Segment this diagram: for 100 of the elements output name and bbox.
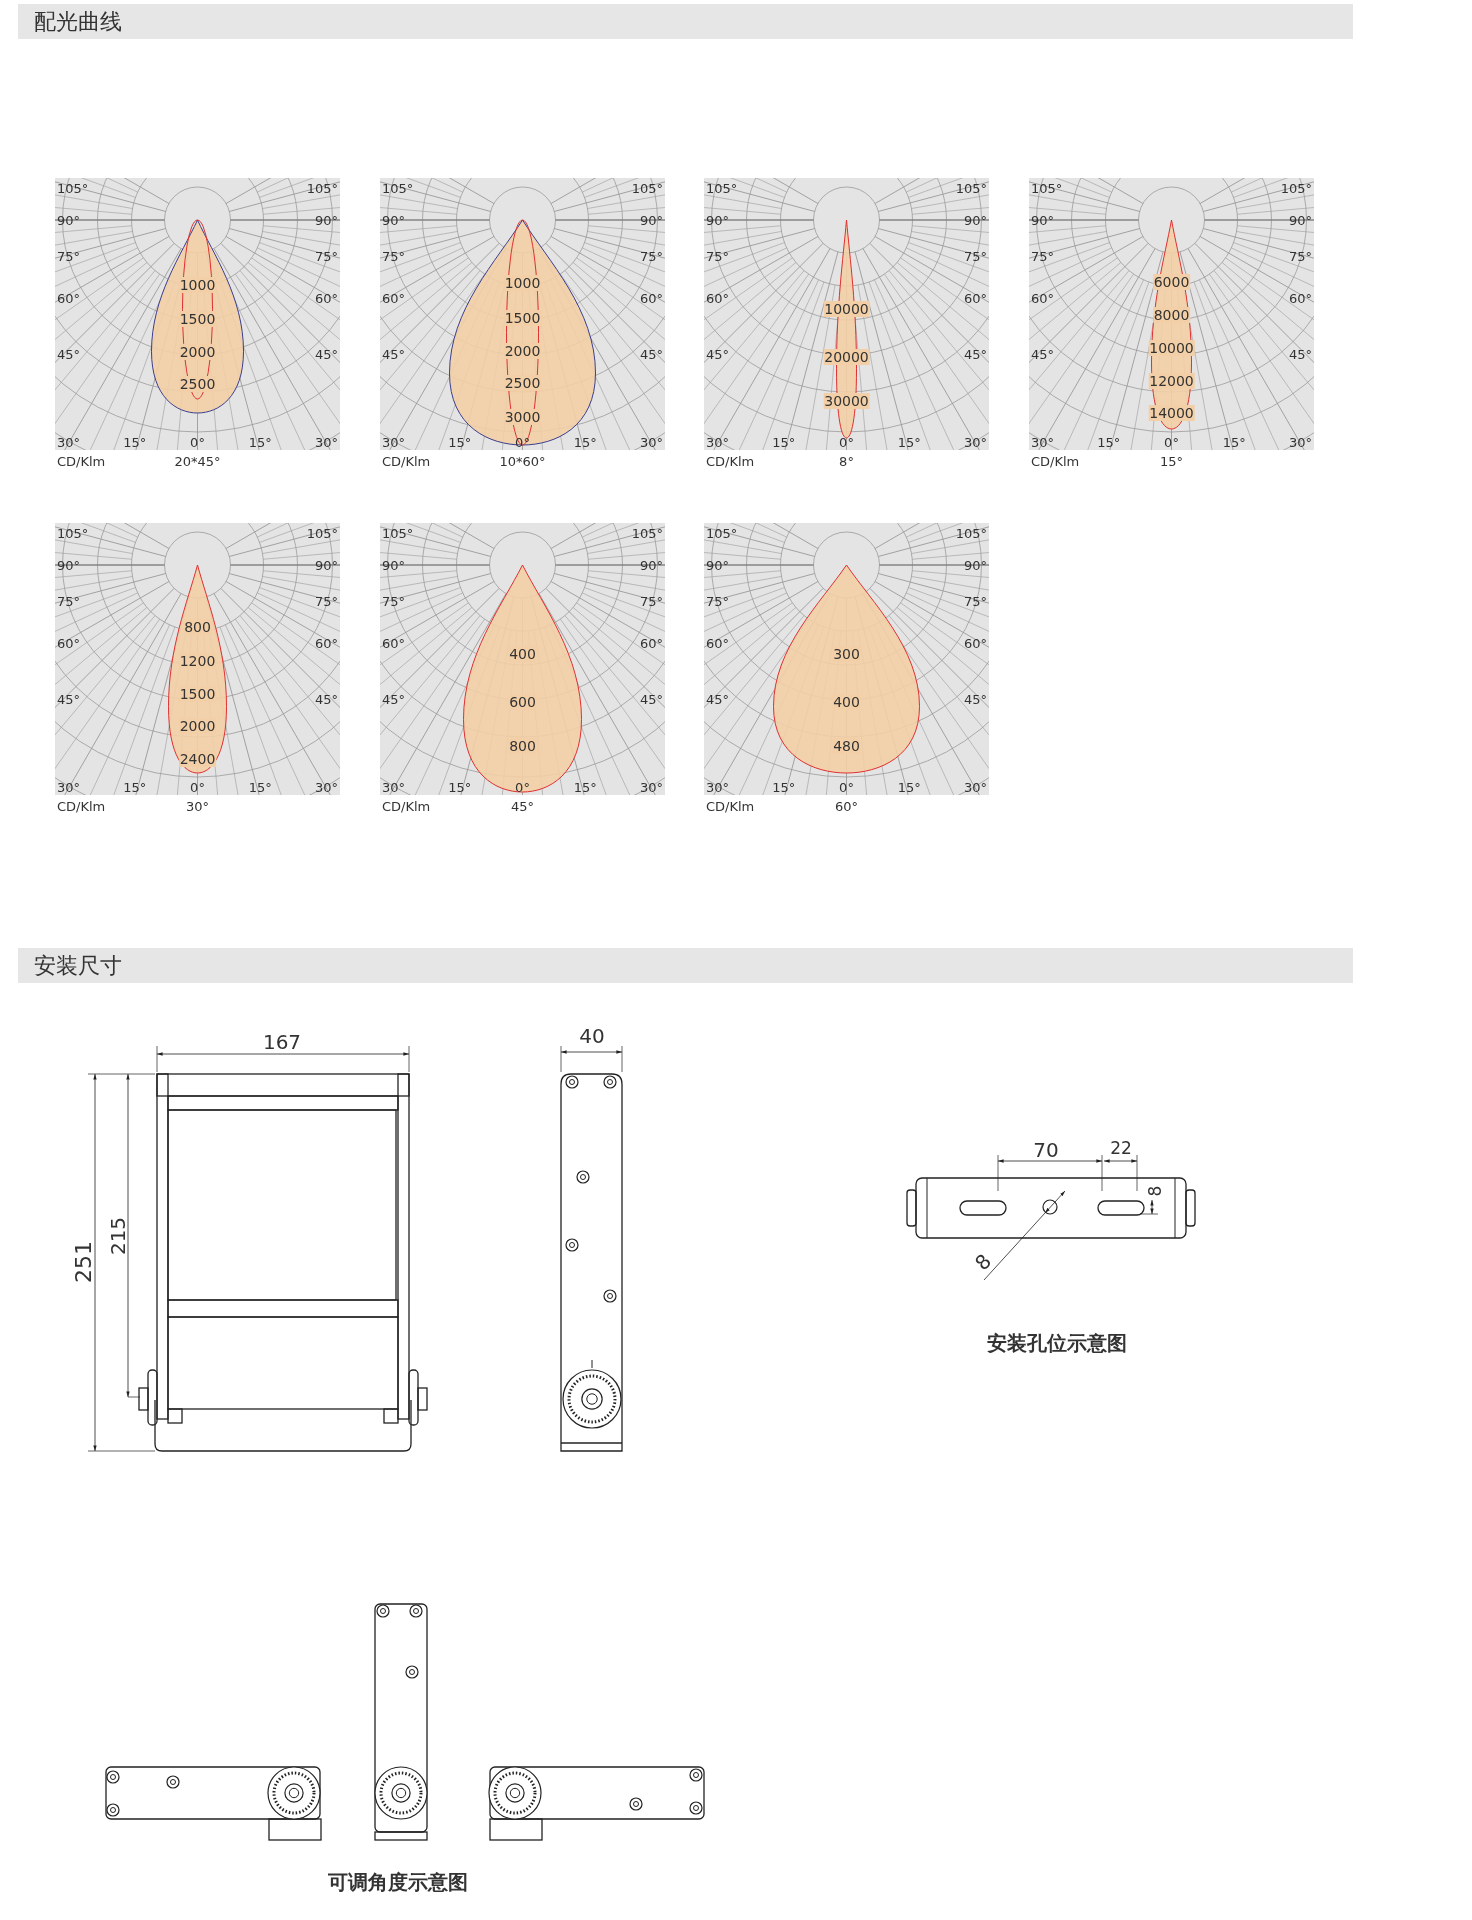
intensity-value: 8000 bbox=[1152, 307, 1191, 323]
angle-label: 45° bbox=[382, 692, 406, 706]
beam-angle-label: 60° bbox=[835, 799, 858, 813]
angle-label: 60° bbox=[639, 291, 663, 305]
angle-label: 15° bbox=[573, 780, 597, 794]
dimension-value: 8 bbox=[971, 1250, 995, 1274]
angle-label: 30° bbox=[639, 780, 663, 794]
angle-label: 75° bbox=[1031, 249, 1055, 263]
unit-label: CD/Klm bbox=[706, 454, 755, 468]
section-heading: 安装尺寸 bbox=[34, 955, 122, 977]
intensity-value: 2500 bbox=[503, 375, 542, 391]
angle-label: 30° bbox=[382, 780, 406, 794]
angle-label: 15° bbox=[123, 435, 147, 449]
angle-label: 105° bbox=[631, 181, 663, 195]
angle-label: 105° bbox=[706, 526, 738, 540]
angle-label: 75° bbox=[963, 594, 987, 608]
angle-label: 45° bbox=[1031, 347, 1055, 361]
dimension-value: 40 bbox=[579, 1026, 605, 1046]
intensity-value: 6000 bbox=[1152, 274, 1191, 290]
intensity-value: 14000 bbox=[1148, 405, 1195, 421]
angle-label: 105° bbox=[57, 526, 89, 540]
dimension-value: 22 bbox=[1110, 1139, 1132, 1157]
angle-label: 45° bbox=[963, 692, 987, 706]
intensity-value: 1500 bbox=[178, 686, 217, 702]
unit-label: CD/Klm bbox=[706, 799, 755, 813]
angle-label: 15° bbox=[573, 435, 597, 449]
dimension-value: 251 bbox=[73, 1241, 95, 1283]
beam-angle-label: 20*45° bbox=[174, 454, 221, 468]
angle-label: 105° bbox=[306, 526, 338, 540]
angle-label: 90° bbox=[706, 213, 730, 227]
intensity-value: 1500 bbox=[503, 310, 542, 326]
angle-label: 30° bbox=[963, 780, 987, 794]
angle-label: 45° bbox=[314, 692, 338, 706]
angle-label: 15° bbox=[248, 435, 272, 449]
angle-label: 15° bbox=[772, 780, 796, 794]
beam-angle-label: 15° bbox=[1160, 454, 1183, 468]
angle-label: 60° bbox=[706, 636, 730, 650]
intensity-value: 400 bbox=[508, 646, 537, 662]
angle-label: 105° bbox=[382, 181, 414, 195]
intensity-value: 10000 bbox=[823, 301, 870, 317]
unit-label: CD/Klm bbox=[57, 799, 106, 813]
angle-label: 30° bbox=[1031, 435, 1055, 449]
unit-label: CD/Klm bbox=[382, 454, 431, 468]
angle-label: 45° bbox=[706, 347, 730, 361]
intensity-value: 2000 bbox=[178, 344, 217, 360]
angle-label: 105° bbox=[306, 181, 338, 195]
intensity-value: 3000 bbox=[503, 409, 542, 425]
angle-label: 30° bbox=[314, 435, 338, 449]
beam-angle-label: 8° bbox=[839, 454, 854, 468]
intensity-value: 12000 bbox=[1148, 373, 1195, 389]
angle-label: 45° bbox=[1288, 347, 1312, 361]
angle-label: 90° bbox=[1288, 213, 1312, 227]
dimension-value: 70 bbox=[1033, 1140, 1059, 1160]
intensity-value: 1200 bbox=[178, 653, 217, 669]
intensity-value: 2400 bbox=[178, 751, 217, 767]
angle-label: 90° bbox=[57, 558, 81, 572]
angle-label: 60° bbox=[963, 636, 987, 650]
angle-label: 105° bbox=[1280, 181, 1312, 195]
angle-label: 60° bbox=[706, 291, 730, 305]
angle-label: 30° bbox=[57, 780, 81, 794]
dimension-value: 167 bbox=[262, 1032, 302, 1052]
angle-label: 75° bbox=[639, 594, 663, 608]
angle-label: 30° bbox=[706, 435, 730, 449]
intensity-value: 480 bbox=[832, 738, 861, 754]
unit-label: CD/Klm bbox=[382, 799, 431, 813]
angle-label: 90° bbox=[382, 558, 406, 572]
angle-label: 90° bbox=[706, 558, 730, 572]
angle-label: 15° bbox=[1097, 435, 1121, 449]
angle-label: 45° bbox=[57, 347, 81, 361]
angle-label: 45° bbox=[963, 347, 987, 361]
unit-label: CD/Klm bbox=[1031, 454, 1080, 468]
angle-label: 60° bbox=[314, 636, 338, 650]
angle-label: 75° bbox=[706, 249, 730, 263]
angle-label: 75° bbox=[382, 594, 406, 608]
angle-label: 45° bbox=[382, 347, 406, 361]
angle-label: 45° bbox=[706, 692, 730, 706]
dimension-value: 8 bbox=[1146, 1185, 1164, 1197]
angle-label: 90° bbox=[57, 213, 81, 227]
intensity-value: 800 bbox=[183, 619, 212, 635]
angle-label: 60° bbox=[963, 291, 987, 305]
angle-label: 15° bbox=[1222, 435, 1246, 449]
angle-label: 45° bbox=[314, 347, 338, 361]
angle-label: 30° bbox=[963, 435, 987, 449]
angle-label: 90° bbox=[382, 213, 406, 227]
angle-label: 0° bbox=[1164, 435, 1179, 449]
angle-label: 45° bbox=[57, 692, 81, 706]
angle-label: 75° bbox=[57, 594, 81, 608]
angle-label: 0° bbox=[839, 435, 854, 449]
angle-label: 45° bbox=[639, 347, 663, 361]
angle-label: 15° bbox=[448, 780, 472, 794]
intensity-value: 30000 bbox=[823, 393, 870, 409]
angle-label: 105° bbox=[706, 181, 738, 195]
beam-angle-label: 45° bbox=[511, 799, 534, 813]
angle-label: 0° bbox=[190, 780, 205, 794]
intensity-value: 400 bbox=[832, 694, 861, 710]
angle-label: 75° bbox=[57, 249, 81, 263]
angle-label: 90° bbox=[963, 558, 987, 572]
angle-label: 105° bbox=[955, 181, 987, 195]
angle-label: 60° bbox=[382, 291, 406, 305]
angle-label: 105° bbox=[1031, 181, 1063, 195]
